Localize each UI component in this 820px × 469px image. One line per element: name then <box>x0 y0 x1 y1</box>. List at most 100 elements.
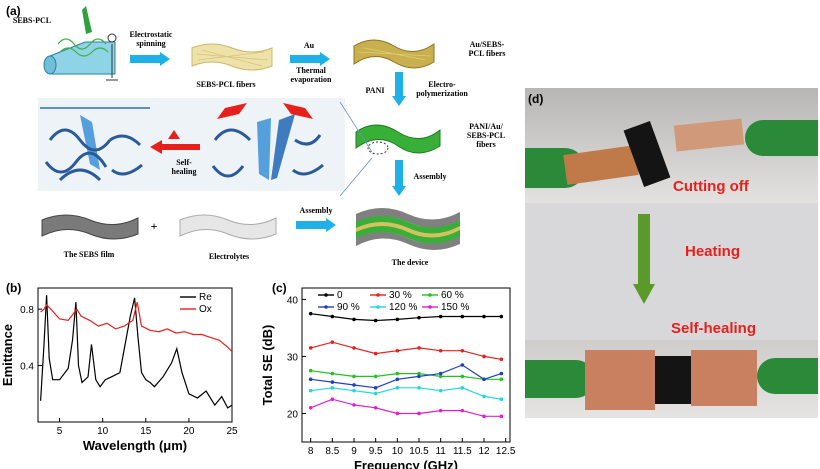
copper-right-bottom <box>691 350 757 406</box>
panel-label-b: (b) <box>6 281 22 295</box>
series-line-Ox <box>40 301 233 352</box>
x-axis-label: Frequency (GHz) <box>354 458 458 469</box>
x-tick-label: 8 <box>308 446 314 457</box>
data-point <box>373 318 378 323</box>
heating-arrow <box>633 214 655 304</box>
panel-label-a: (a) <box>6 4 21 18</box>
data-point <box>417 411 421 416</box>
y-tick-label: 0.4 <box>20 362 34 373</box>
step-electrospin-label: Electrostatic spinning <box>129 30 173 48</box>
healed-chains <box>40 107 150 182</box>
data-point <box>438 314 443 319</box>
x-tick-label: 8.5 <box>325 446 339 457</box>
assembly2-label: Assembly <box>299 206 333 215</box>
fibers1-label: SEBS-PCL fibers <box>196 80 256 89</box>
heat-icon <box>168 130 180 139</box>
legend-label: 0 <box>337 290 343 301</box>
x-tick-label: 15 <box>140 426 152 437</box>
x-tick-label: 10 <box>97 426 109 437</box>
x-axis-label: Wavelength (μm) <box>83 438 187 453</box>
legend-label: 90 % <box>337 302 360 313</box>
data-point <box>460 363 465 367</box>
legend-marker <box>428 305 432 309</box>
data-point <box>438 348 443 353</box>
copper-left-bottom <box>585 350 655 410</box>
data-point <box>482 394 486 399</box>
data-point <box>482 414 486 419</box>
series-line-90 % <box>310 364 502 389</box>
series-line-Re <box>40 295 233 409</box>
self-healing-photo-label: Self-healing <box>671 320 757 337</box>
clip-left-bottom <box>525 360 595 398</box>
panel-label-c: (c) <box>272 281 287 295</box>
x-tick-label: 20 <box>183 426 195 437</box>
data-point <box>438 408 443 413</box>
y-tick-label: 30 <box>287 352 299 363</box>
x-tick-label: 10.5 <box>409 446 429 457</box>
x-tick-label: 9 <box>351 446 357 457</box>
legend-label: 120 % <box>389 302 417 313</box>
plus-sign: + <box>150 219 158 233</box>
plot-frame <box>37 287 233 423</box>
data-point <box>352 317 356 322</box>
sebs-pcl-label: SEBS-PCL <box>12 16 52 25</box>
au-label: Au <box>303 41 315 50</box>
x-tick-label: 5 <box>57 426 63 437</box>
device-label: The device <box>391 258 429 267</box>
clip-right-top <box>745 120 818 156</box>
y-tick-label: 20 <box>287 409 299 420</box>
data-point <box>460 374 465 379</box>
data-point <box>352 388 356 393</box>
arrow-2 <box>290 52 330 66</box>
x-tick-label: 12 <box>478 446 490 457</box>
sebs-film-label: The SEBS film <box>63 250 115 259</box>
y-axis-label: Total SE (dB) <box>260 325 275 406</box>
data-point <box>330 397 335 402</box>
series-line-120 % <box>310 387 502 400</box>
data-point <box>499 371 504 376</box>
clip-right-bottom <box>757 358 818 394</box>
legend-label: 60 % <box>441 290 464 301</box>
data-point <box>499 377 504 382</box>
legend-label: 30 % <box>389 290 412 301</box>
x-tick-label: 11.5 <box>453 446 472 457</box>
electro-label: Electro-polymerization <box>416 80 468 98</box>
data-point <box>373 391 378 396</box>
data-point <box>417 315 421 320</box>
data-point <box>417 371 421 376</box>
data-point <box>352 403 356 407</box>
data-point <box>395 377 400 382</box>
data-point <box>373 374 378 379</box>
y-axis-label: Emittance <box>0 324 15 386</box>
arrow-1 <box>130 52 170 66</box>
data-point <box>308 368 313 373</box>
data-point <box>460 348 465 353</box>
data-point <box>438 374 443 379</box>
data-point <box>352 374 356 379</box>
data-point <box>330 314 335 319</box>
data-point <box>499 357 504 362</box>
series-line-30 % <box>310 341 502 360</box>
data-point <box>395 411 400 416</box>
plot-frame <box>301 287 511 443</box>
data-point <box>417 374 421 379</box>
electrolytes <box>179 214 277 240</box>
heating-label: Heating <box>685 243 741 260</box>
data-point <box>330 380 335 384</box>
data-point <box>482 314 486 319</box>
data-point <box>499 414 504 419</box>
series-line-0 <box>310 313 502 322</box>
copper-right-top <box>673 118 745 152</box>
y-tick-label: 0.8 <box>20 305 34 316</box>
data-point <box>417 346 421 350</box>
data-point <box>330 371 335 376</box>
data-point <box>373 351 378 356</box>
arrow-3 <box>296 218 336 232</box>
x-tick-label: 10 <box>392 446 404 457</box>
data-point <box>330 340 335 344</box>
data-point <box>482 377 486 382</box>
assembly1-label: Assembly <box>413 172 447 181</box>
arrow-self-healing <box>150 140 200 154</box>
data-point <box>395 317 400 322</box>
